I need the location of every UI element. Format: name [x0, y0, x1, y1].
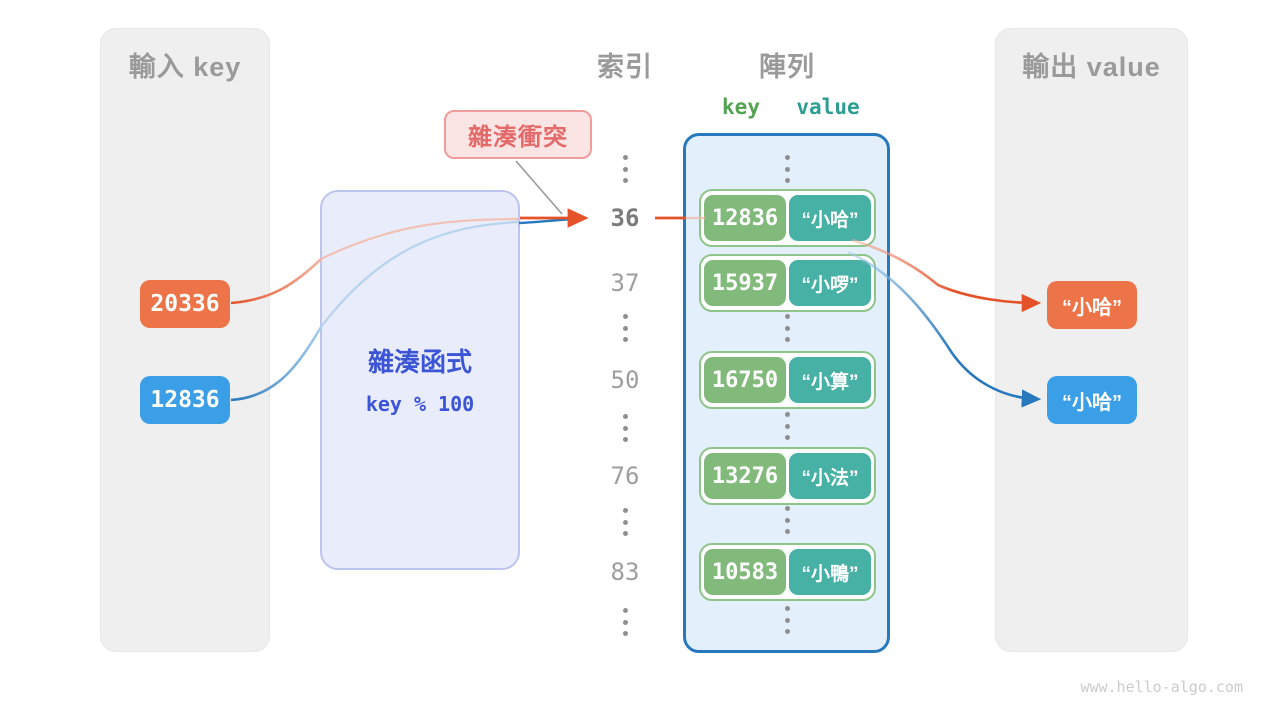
row-value: “小法”	[789, 453, 871, 499]
input-panel-title: 輸入 key	[128, 52, 242, 82]
input-key-12836: 12836	[140, 376, 230, 424]
output-value-orange: “小哈”	[1047, 281, 1137, 329]
row-key: 16750	[704, 357, 786, 403]
row-value: “小啰”	[789, 260, 871, 306]
ellipsis-icon	[772, 155, 802, 183]
ellipsis-icon	[772, 506, 802, 534]
ellipsis-icon	[772, 314, 802, 342]
ellipsis-icon	[610, 508, 640, 536]
row-key: 12836	[704, 195, 786, 241]
array-key-header: key	[722, 95, 760, 119]
index-83: 83	[610, 558, 640, 586]
index-50: 50	[610, 366, 640, 394]
output-panel	[995, 28, 1188, 652]
row-key: 10583	[704, 549, 786, 595]
row-key: 15937	[704, 260, 786, 306]
badge-pointer-line	[515, 160, 563, 215]
row-key: 13276	[704, 453, 786, 499]
collision-badge: 雜湊衝突	[444, 110, 592, 159]
hash-function-box	[320, 190, 520, 570]
input-key-20336: 20336	[140, 280, 230, 328]
index-column-title: 索引	[597, 52, 653, 82]
row-value: “小算”	[789, 357, 871, 403]
index-36: 36	[610, 204, 640, 232]
ellipsis-icon	[772, 606, 802, 634]
output-value-blue: “小哈”	[1047, 376, 1137, 424]
hash-function-title: 雜湊函式	[367, 347, 472, 377]
ellipsis-icon	[610, 414, 640, 442]
array-title: 陣列	[759, 52, 815, 82]
array-row-76: 13276 “小法”	[699, 447, 876, 505]
array-row-83: 10583 “小鴨”	[699, 543, 876, 601]
array-row-36: 12836 “小哈”	[699, 189, 876, 247]
row-value: “小鴨”	[789, 549, 871, 595]
row-value: “小哈”	[789, 195, 871, 241]
hash-function-formula: key % 100	[365, 392, 475, 416]
index-37: 37	[610, 269, 640, 297]
arrow-hash-to-36-blue	[518, 217, 575, 225]
array-row-50: 16750 “小算”	[699, 351, 876, 409]
ellipsis-icon	[772, 412, 802, 440]
input-panel	[100, 28, 270, 652]
ellipsis-icon	[610, 155, 640, 183]
output-panel-title: 輸出 value	[1022, 52, 1161, 82]
ellipsis-icon	[610, 608, 640, 636]
index-76: 76	[610, 462, 640, 490]
array-value-header: value	[796, 95, 860, 119]
watermark: www.hello-algo.com	[1080, 678, 1243, 696]
ellipsis-icon	[610, 314, 640, 342]
array-row-37: 15937 “小啰”	[699, 254, 876, 312]
